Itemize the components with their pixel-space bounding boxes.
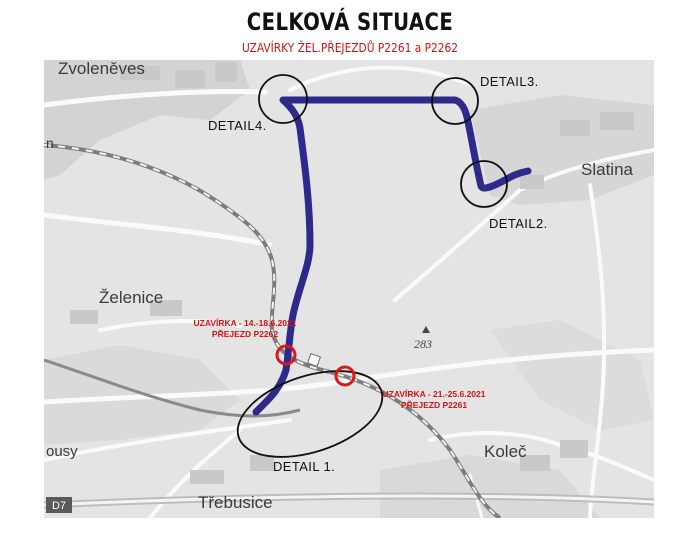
place-label-zelenice: Želenice: [99, 288, 163, 307]
place-label-trebusice: Třebusice: [198, 493, 273, 512]
road-badge-label: D7: [52, 500, 66, 512]
closure-p2262-date: UZAVÍRKA - 14.-18.6.2021: [194, 318, 297, 328]
detail2-circle: [460, 160, 508, 208]
crossing-icon: [306, 352, 322, 368]
closure-marker-p2262: [275, 344, 297, 366]
detail3-label: DETAIL3.: [480, 74, 539, 89]
detail2-label: DETAIL2.: [489, 216, 548, 231]
peak-icon: [422, 326, 430, 333]
place-label-edge: n: [46, 135, 54, 151]
detail4-label: DETAIL4.: [208, 118, 267, 133]
place-label-zvolenoves: Zvoleněves: [58, 59, 145, 78]
elevation-label: 283: [414, 337, 432, 351]
detail3-circle: [431, 77, 479, 125]
page-title: CELKOVÁ SITUACE: [246, 8, 454, 36]
detail1-label: DETAIL 1.: [273, 459, 335, 474]
page-subtitle: UZAVÍRKY ŽEL.PŘEJEZDŮ P2261 a P2262: [241, 40, 459, 55]
closure-marker-p2261: [334, 365, 356, 387]
closure-p2261-crossing: PŘEJEZD P2261: [401, 399, 467, 410]
place-label-kolec: Koleč: [484, 442, 527, 461]
place-label-ousy: ousy: [46, 443, 78, 460]
place-label-slatina: Slatina: [581, 160, 634, 179]
road-badge: [46, 497, 72, 513]
closure-p2262-crossing: PŘEJEZD P2262: [212, 328, 278, 339]
map-base: [44, 60, 654, 518]
detour-route: [252, 96, 532, 416]
detail4-circle: [258, 74, 308, 124]
detail1-ellipse: [236, 370, 384, 458]
closure-p2261-date: UZAVÍRKA - 21.-25.6.2021: [383, 389, 486, 399]
